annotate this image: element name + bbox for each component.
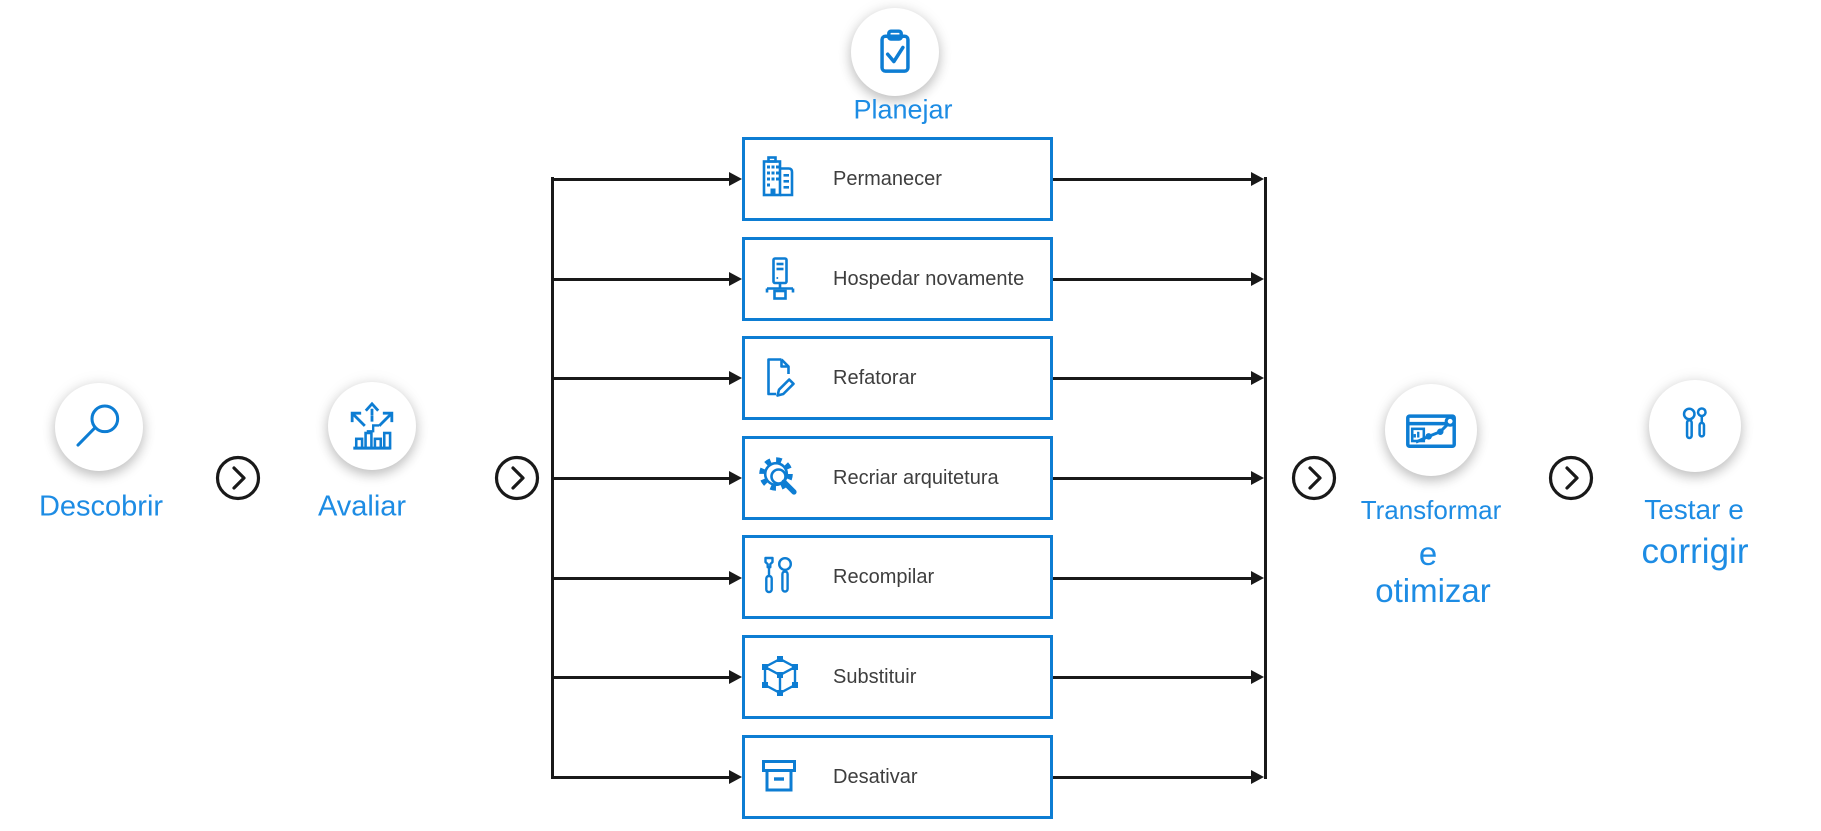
wireframe-cube-icon (762, 656, 798, 696)
transform-label-line1: Transformar (1360, 494, 1502, 525)
chevron-right-icon (215, 455, 261, 501)
arrowhead (729, 172, 742, 186)
discover-label: Descobrir (38, 490, 164, 523)
option-box-permanecer: Permanecer (742, 137, 1053, 221)
branch-line (551, 476, 731, 480)
collector-trunk-line (1264, 177, 1267, 779)
plan-label: Planejar (853, 94, 953, 125)
dashboard-trend-icon (1406, 414, 1456, 448)
branch-line (551, 576, 731, 580)
arrowhead (1251, 272, 1264, 286)
option-box-recriar: Recriar arquitetura (742, 436, 1053, 520)
collector-line (1051, 675, 1252, 679)
server-network-icon (765, 257, 795, 300)
plan-bubble (851, 8, 939, 96)
test-fix-label-line2: corrigir (1641, 532, 1749, 572)
arrowhead (1251, 571, 1264, 585)
branch-line (551, 376, 731, 380)
option-label: Desativar (833, 765, 918, 788)
screwdriver-wrench-icon (764, 556, 793, 594)
collector-line (1051, 576, 1252, 580)
collector-line (1051, 177, 1252, 181)
discover-bubble (55, 383, 143, 471)
transform-bubble (1385, 384, 1477, 476)
arrowhead (729, 571, 742, 585)
option-label: Recompilar (833, 565, 935, 588)
collector-line (1051, 376, 1252, 380)
chevron-right-icon (1291, 455, 1337, 501)
arrowhead (1251, 471, 1264, 485)
collector-line (1051, 277, 1252, 281)
wrench-screwdriver-icon (1682, 407, 1707, 440)
collector-line (1051, 775, 1252, 779)
option-box-hospedar: Hospedar novamente (742, 237, 1053, 321)
option-box-refatorar: Refatorar (742, 336, 1053, 420)
archive-box-icon (762, 760, 796, 792)
chevron-right-icon (1548, 455, 1594, 501)
arrowhead (729, 770, 742, 784)
branch-line (551, 675, 731, 679)
assess-bubble (328, 382, 416, 470)
branch-line (551, 177, 731, 181)
arrowhead (729, 272, 742, 286)
branch-line (551, 775, 731, 779)
assess-arrows-chart-icon (350, 401, 394, 450)
option-box-recompilar: Recompilar (742, 535, 1053, 619)
option-box-substituir: Substituir (742, 635, 1053, 719)
arrowhead (729, 371, 742, 385)
arrowhead (1251, 670, 1264, 684)
option-label: Refatorar (833, 366, 917, 389)
option-label: Hospedar novamente (833, 267, 1025, 290)
test-fix-label-line1: Testar e (1644, 493, 1744, 525)
branch-line (551, 277, 731, 281)
arrowhead (1251, 371, 1264, 385)
collector-line (1051, 476, 1252, 480)
test-fix-bubble (1649, 380, 1741, 472)
chevron-right-icon (494, 455, 540, 501)
arrowhead (1251, 172, 1264, 186)
arrowhead (1251, 770, 1264, 784)
arrowhead (729, 471, 742, 485)
buildings-icon (762, 156, 794, 197)
magnifier-icon (76, 404, 120, 447)
assess-label: Avaliar (317, 490, 407, 523)
option-label: Permanecer (833, 167, 942, 190)
option-box-desativar: Desativar (742, 735, 1053, 819)
transform-label-line3: otimizar (1375, 572, 1491, 610)
arrowhead (729, 670, 742, 684)
transform-label-line2: e (1418, 535, 1438, 573)
option-label: Substituir (833, 665, 917, 688)
clipboard-check-icon (880, 29, 910, 73)
option-label: Recriar arquitetura (833, 466, 999, 489)
document-pencil-icon (767, 358, 795, 397)
gear-magnifier-icon (759, 457, 797, 495)
